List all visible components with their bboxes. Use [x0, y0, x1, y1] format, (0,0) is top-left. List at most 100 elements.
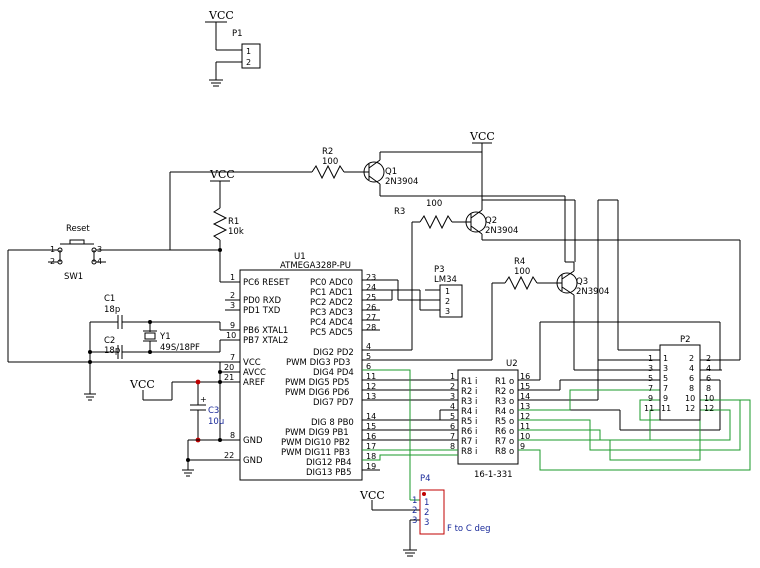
u1-pin-num: 5	[366, 352, 371, 361]
p2-pin: 3	[648, 364, 653, 373]
u1-pin-name: PWM DIG5 PD5	[285, 378, 349, 388]
u2-pin-name: R8 i	[461, 447, 477, 457]
u2-pin-num: 2	[450, 382, 455, 391]
r2-ref: R2	[322, 147, 333, 157]
u1-pin-name: DIG12 PB4	[306, 458, 352, 468]
u2-pin-name: R5 o	[495, 417, 514, 427]
u1-pin-name: DIG4 PD4	[313, 368, 354, 378]
p4-pin: 1	[412, 496, 417, 506]
r1-ref: R1	[228, 217, 239, 227]
u1-pin-num: 14	[366, 412, 376, 421]
u2-pin-name: R6 i	[461, 427, 477, 437]
p3-pin: 3	[445, 307, 450, 316]
p2-header: P2 1 3 5 7 9 11 1 3 5 7 9 11 2 4 6 8 10 …	[644, 335, 714, 421]
u1-pin-name: PWM DIG10 PB2	[281, 438, 350, 448]
p2-pin: 11	[661, 404, 671, 413]
y1-ref: Y1	[159, 332, 171, 342]
r3-value: 100	[426, 199, 442, 209]
u1-pin-name: PC2 ADC2	[310, 298, 353, 308]
p3-lm34: P3 LM34 1 2 3	[380, 265, 463, 318]
u2-pin-name: R5 i	[461, 417, 477, 427]
u1-pin-num: 11	[366, 372, 376, 381]
u1-pin-name: GND	[243, 456, 263, 466]
p1-pin: 2	[246, 58, 251, 67]
u2-pin-num: 3	[450, 392, 455, 401]
u2-pin-name: R1 i	[461, 377, 477, 387]
p4-vcc-label: VCC	[359, 489, 385, 502]
u2-network: U2 16-1-331 1 R1 i 2 R2 i 3 R3 i 4 R4 i …	[400, 359, 530, 480]
u1-part: ATMEGA328P-PU	[280, 261, 351, 271]
u1-pin-num: 22	[224, 451, 234, 460]
u2-pin-num: 4	[450, 402, 455, 411]
u1-vcc-label: VCC	[129, 378, 155, 391]
sw1-pin: 1	[50, 245, 55, 254]
p2-pin: 11	[644, 404, 654, 413]
u1-pin-name: PC5 ADC5	[310, 328, 353, 338]
p2-pin: 7	[663, 384, 668, 393]
u1-pin-num: 15	[366, 422, 376, 431]
u1-pin-num: 20	[224, 363, 234, 372]
p2-pin: 7	[648, 384, 653, 393]
r4-resistor: R4 100	[491, 257, 557, 360]
u2-pin-name: R2 o	[495, 387, 514, 397]
r2-resistor: R2 100	[170, 147, 364, 180]
u1-pin-num: 27	[366, 313, 376, 322]
p1-pin: 1	[246, 47, 251, 56]
u2-pin-num: 7	[450, 432, 455, 441]
u1-pin-name: PWM DIG11 PB3	[281, 448, 350, 458]
p4-label: F to C deg	[447, 524, 490, 534]
q3-part: 2N3904	[576, 287, 609, 297]
r4-value: 100	[514, 267, 530, 277]
c3-ref: C3	[208, 406, 219, 416]
u2-pin-name: R4 i	[461, 407, 477, 417]
p2-pin: 4	[706, 364, 711, 373]
u1-pin-name: PC4 ADC4	[310, 318, 353, 328]
u1-pin-name: PWM DIG6 PD6	[285, 388, 349, 398]
p4-connector: VCC P4 1 2 3 1 2 3 F to C deg	[359, 474, 490, 557]
vcc-top-q: VCC	[469, 130, 495, 200]
crystal-circuit: C1 18p C2 18p Y1 49S/18PF	[8, 294, 240, 401]
q1-transistor: Q1 2N3904	[363, 151, 565, 197]
u1-pin-name: PC0 ADC0	[310, 278, 353, 288]
u2-pin-num: 10	[520, 432, 530, 441]
u1-pin-num: 28	[366, 323, 376, 332]
u1-pin-name: PB7 XTAL2	[243, 336, 288, 346]
u2-pin-name: R7 o	[495, 437, 514, 447]
r1-resistor: VCC R1 10k	[96, 168, 244, 283]
q1-part: 2N3904	[385, 177, 418, 187]
u2-pin-name: R4 o	[495, 407, 514, 417]
r2-value: 100	[322, 157, 338, 167]
p2-pin: 9	[648, 394, 653, 403]
u2-pin-num: 6	[450, 422, 455, 431]
u1-pin-name: PC3 ADC3	[310, 308, 353, 318]
sw1-pin: 3	[97, 245, 102, 254]
c1-value: 18p	[104, 305, 120, 315]
u2-pin-name: R6 o	[495, 427, 514, 437]
u2-part: 16-1-331	[474, 470, 513, 480]
u1-pin-name: GND	[243, 436, 263, 446]
q3-transistor: Q3 2N3904	[556, 196, 660, 371]
q1-ref: Q1	[385, 167, 397, 177]
u1-pin-num: 1	[230, 273, 235, 282]
p4-pin: 3	[412, 516, 417, 526]
p4-pin: 2	[424, 508, 429, 518]
u2-pin-num: 13	[520, 402, 530, 411]
u1-pin-name: PB6 XTAL1	[243, 326, 288, 336]
u2-pin-name: R8 o	[495, 447, 514, 457]
u1-pin-num: 8	[230, 431, 235, 440]
r3-ref: R3	[394, 207, 405, 217]
u2-pin-num: 11	[520, 422, 530, 431]
q2-ref: Q2	[485, 216, 497, 226]
p2-pin: 1	[663, 354, 668, 363]
u1-pin-name: PC1 ADC1	[310, 288, 353, 298]
u1-pin-num: 26	[366, 303, 376, 312]
p2-pin: 4	[689, 364, 694, 373]
u1-pin-name: DIG13 PB5	[306, 468, 352, 478]
u1-pin-num: 2	[230, 291, 235, 300]
u1-pin-num: 19	[366, 462, 376, 471]
u2-pin-num: 5	[450, 412, 455, 421]
u1-pin-name: PWM DIG3 PD3	[286, 358, 350, 368]
p2-pin: 6	[689, 374, 694, 383]
u2-pin-name: R3 o	[495, 397, 514, 407]
sw1-label: Reset	[66, 224, 90, 234]
